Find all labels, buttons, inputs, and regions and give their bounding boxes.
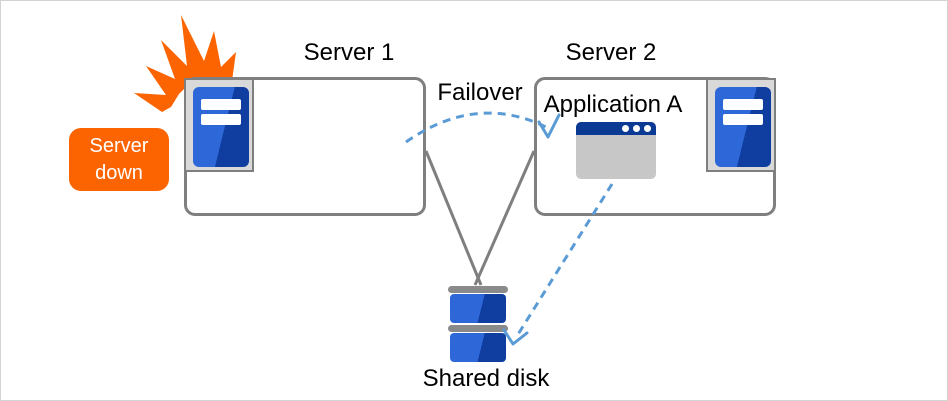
server2-disk-connector (473, 150, 536, 286)
failover-arrow (405, 111, 547, 144)
failover-label: Failover (437, 79, 523, 106)
shared-disk-icon (448, 286, 508, 364)
application-label: Application A (543, 91, 683, 118)
server1-disk-connector (424, 150, 483, 286)
server1-icon-cell (184, 78, 254, 172)
disk-cap (448, 325, 508, 332)
server-down-badge-line2: down (95, 161, 143, 184)
window-dot-icon (644, 125, 651, 132)
app-window-icon (576, 122, 656, 179)
server-down-badge-line1: Server (89, 134, 149, 157)
disk-platter (450, 294, 506, 323)
server2-icon-cell (706, 78, 776, 172)
window-dot-icon (633, 125, 640, 132)
shared-disk-label: Shared disk (422, 365, 550, 392)
window-dot-icon (622, 125, 629, 132)
server-slot-bar (723, 99, 763, 110)
app-window-titlebar (576, 122, 656, 135)
server-slot-bar (201, 99, 241, 110)
server1-label: Server 1 (303, 39, 395, 66)
disk-cap (448, 286, 508, 293)
server-slot-bar (723, 114, 763, 125)
server-tower-icon (193, 87, 249, 167)
server2-label: Server 2 (565, 39, 657, 66)
server-down-badge: Server down (69, 128, 169, 191)
disk-platter (450, 333, 506, 362)
server-slot-bar (201, 114, 241, 125)
server-tower-icon (715, 87, 771, 167)
